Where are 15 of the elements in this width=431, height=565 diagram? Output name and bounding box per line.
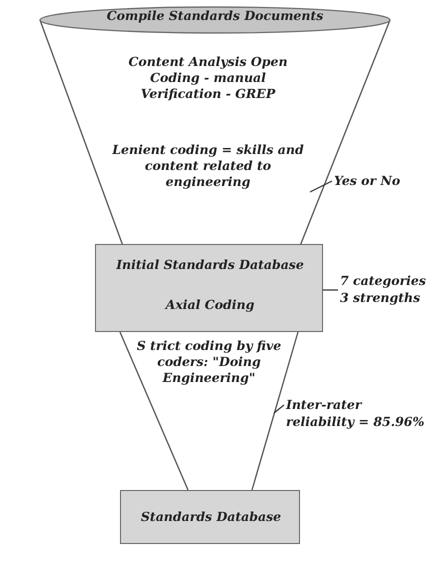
leader-line xyxy=(310,180,332,193)
box-title: Standards Database xyxy=(140,509,282,525)
funnel-heading: Compile Standards Documents xyxy=(106,8,324,24)
process-box xyxy=(120,490,300,544)
leader-line xyxy=(274,404,284,414)
box-title: Initial Standards Database xyxy=(115,257,305,273)
step-text: Content Analysis Open Coding - manual Verification - GREP xyxy=(127,54,289,102)
annotation-text: 7 categories 3 strengths xyxy=(340,272,431,306)
process-box xyxy=(95,244,323,332)
box-subtitle: Axial Coding xyxy=(164,297,256,313)
annotation-text: Inter-rater reliability = 85.96% xyxy=(286,396,431,430)
step-text: S trict coding by five coders: "Doing Engineering" xyxy=(136,338,282,386)
step-text: Lenient coding = skills and content related to engineering xyxy=(111,142,305,190)
leader-line xyxy=(323,289,338,291)
annotation-text: Yes or No xyxy=(334,172,429,189)
